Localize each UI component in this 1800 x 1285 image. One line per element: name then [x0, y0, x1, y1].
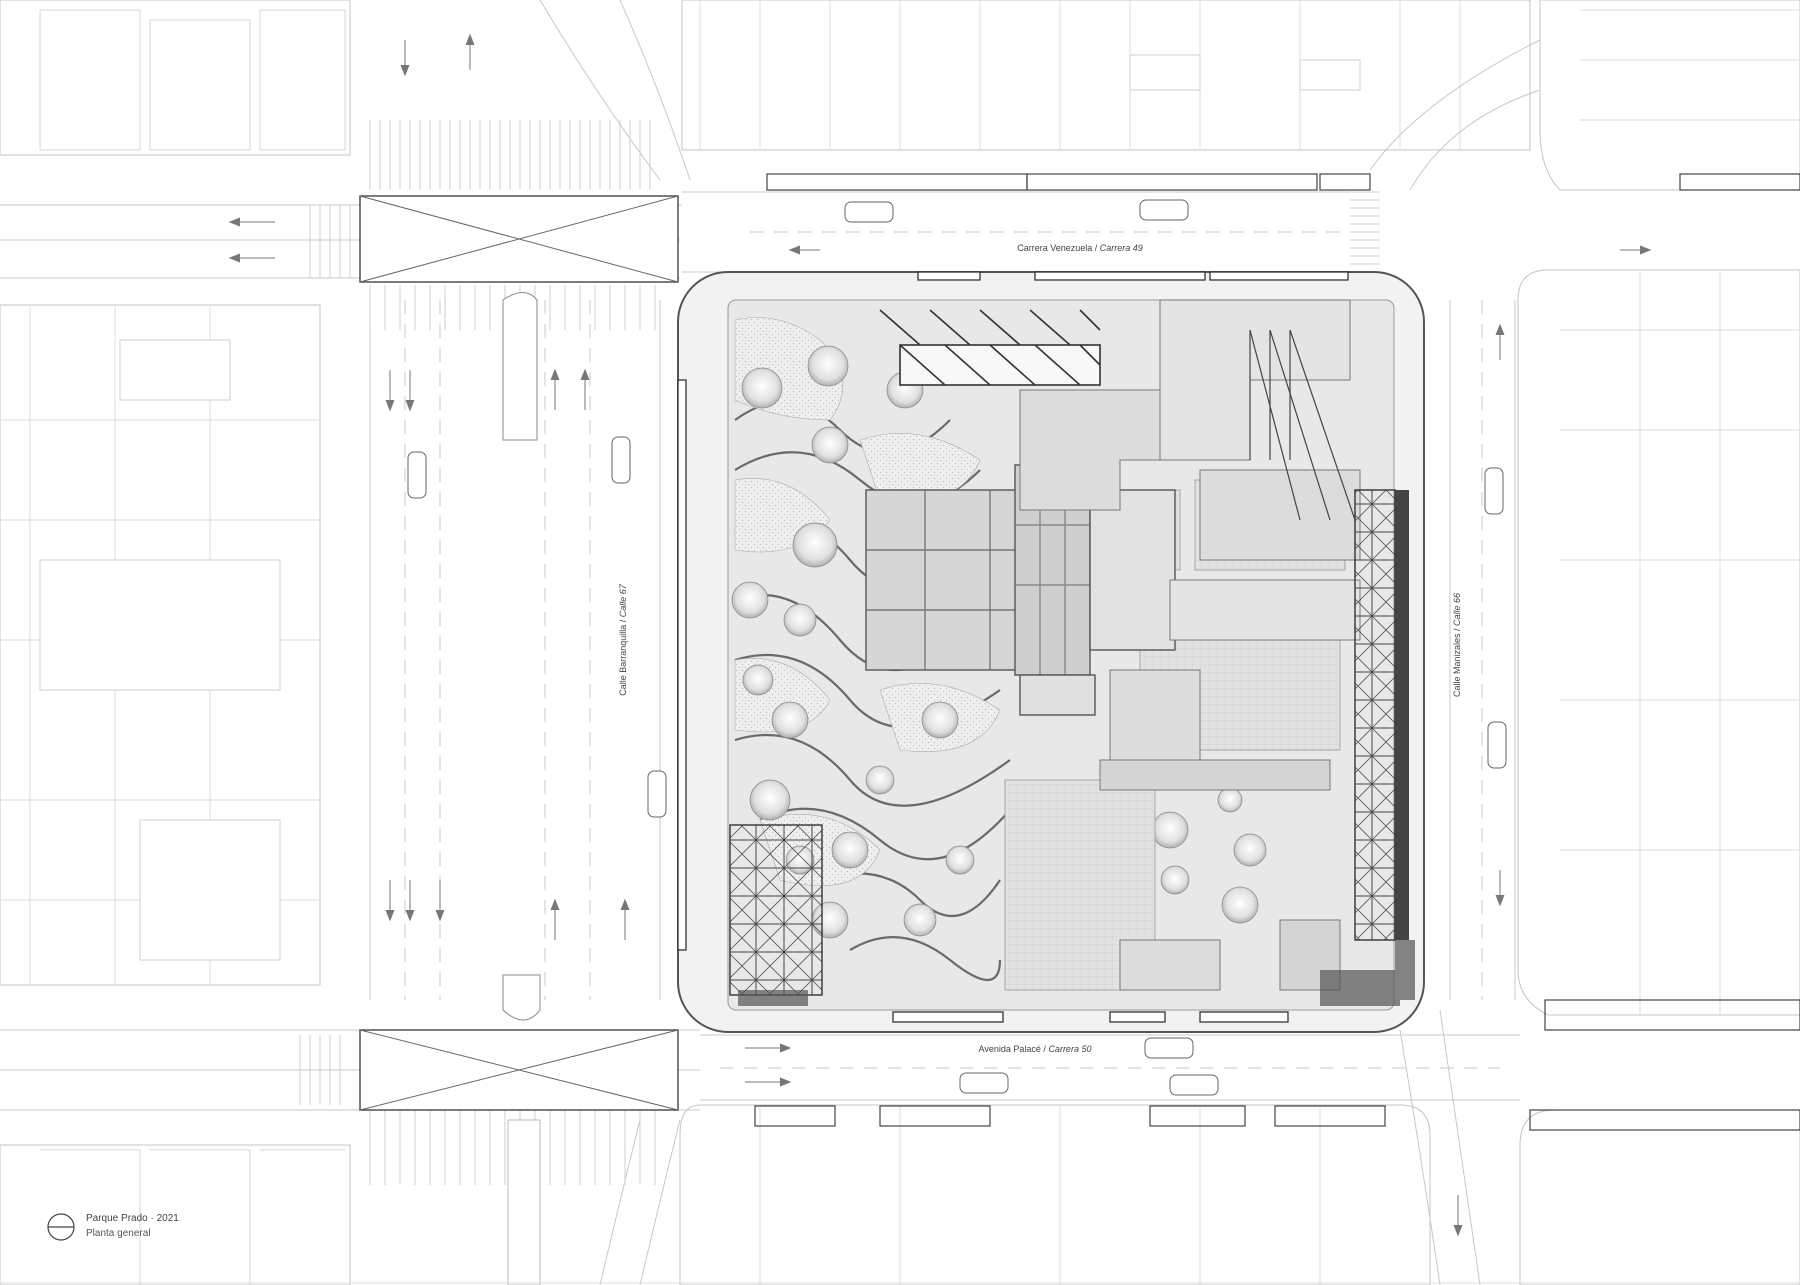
plan-legend: Parque Prado · 2021 Planta general — [46, 1208, 306, 1258]
median — [502, 292, 541, 1285]
north-pergola — [879, 309, 1101, 386]
svg-text:Carrera Venezuela / Carrera 49: Carrera Venezuela / Carrera 49 — [1017, 243, 1143, 253]
svg-text:Calle Barranquilla / Calle 67: Calle Barranquilla / Calle 67 — [618, 583, 628, 696]
street-label-north: Carrera Venezuela / Carrera 49 — [1017, 243, 1143, 253]
crosswalks — [299, 120, 1380, 1185]
street-label-east: Calle Manizales / Calle 66 — [1452, 593, 1462, 697]
svg-text:Calle Manizales / Calle 66: Calle Manizales / Calle 66 — [1452, 593, 1462, 697]
southwest-frame — [729, 824, 823, 996]
perimeter-benches — [677, 271, 1349, 1023]
shadows — [738, 940, 1415, 1006]
svg-text:Avenida Palacé / Carrera 50: Avenida Palacé / Carrera 50 — [979, 1044, 1092, 1054]
sidewalk-details — [754, 173, 1800, 1131]
street-label-south: Avenida Palacé / Carrera 50 — [979, 1044, 1092, 1054]
plan-title: Parque Prado · 2021 — [86, 1213, 179, 1224]
lane-arrows — [228, 33, 1652, 1237]
terraces — [1019, 299, 1361, 991]
cars — [407, 199, 1507, 1096]
plan-subtitle: Planta general — [86, 1228, 151, 1239]
north-arrow-icon — [47, 1213, 75, 1241]
traffic-islands — [359, 195, 679, 1111]
east-frame — [1354, 489, 1409, 941]
street-label-west: Calle Barranquilla / Calle 67 — [618, 583, 628, 696]
cable-structure — [1249, 329, 1356, 521]
park-site — [677, 271, 1425, 1033]
